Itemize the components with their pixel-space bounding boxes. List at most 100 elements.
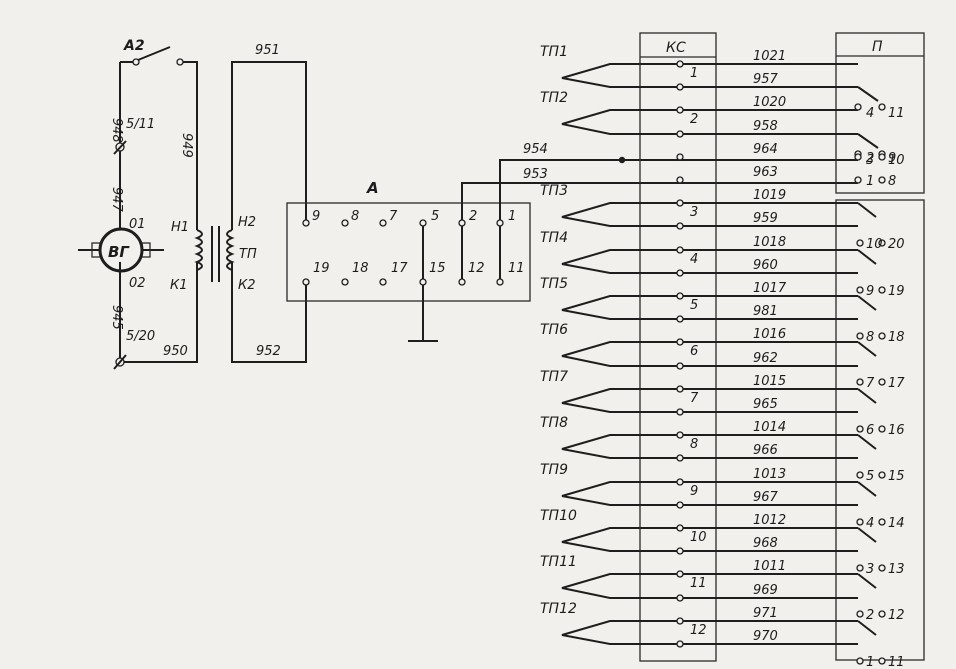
ks-terminal — [676, 246, 684, 254]
p-contact-19 — [878, 286, 886, 294]
ks-terminal — [676, 408, 684, 416]
p-contact-14 — [878, 518, 886, 526]
block-a-label-15: 15 — [429, 261, 446, 276]
label-wire-971: 971 — [753, 606, 778, 621]
label-block-a: А — [366, 179, 379, 197]
label-thermocouple-2: ТП2 — [540, 90, 568, 106]
p-frame-top — [835, 32, 925, 194]
ks-terminal — [676, 106, 684, 114]
label-wire-963: 963 — [753, 165, 778, 180]
wire-954 — [499, 159, 858, 223]
switch-contact-left — [132, 58, 140, 66]
label-wire-947: 947 — [109, 187, 124, 213]
switch-blade — [137, 46, 171, 61]
p-label-9: 9 — [866, 284, 874, 299]
p-contact-11 — [878, 657, 886, 665]
block-a-terminal-12 — [458, 278, 466, 286]
p-label-10: 10 — [866, 237, 883, 252]
label-ks-pin-2: 2 — [690, 112, 698, 127]
ks-terminal — [676, 431, 684, 439]
ks-terminal — [676, 60, 684, 68]
left-labels: А2 951 948 5/11 949 947 01 ВГ 02 Н1 К1 Н… — [108, 38, 281, 359]
left-circuit — [78, 46, 307, 370]
block-a-terminal-11 — [496, 278, 504, 286]
thermocouple-6 — [561, 341, 677, 367]
ks-terminal — [676, 594, 684, 602]
ks-terminal — [676, 524, 684, 532]
p-blade — [857, 388, 877, 404]
p-label-2: 2 — [866, 608, 874, 623]
label-terminal-5-11: 5/11 — [126, 117, 155, 132]
ks-terminal — [676, 222, 684, 230]
terminal-5-11 — [113, 140, 127, 155]
p-contact-6 — [856, 425, 864, 433]
p-contact-2 — [856, 610, 864, 618]
label-h1: Н1 — [171, 220, 189, 235]
switch-contact-right — [176, 58, 184, 66]
label-ks-pin-4: 4 — [690, 252, 698, 267]
p-contact-7 — [856, 378, 864, 386]
label-thermocouple-11: ТП11 — [540, 554, 577, 570]
label-thermocouple-12: ТП12 — [540, 601, 577, 617]
p-contact-16 — [878, 425, 886, 433]
label-ks-pin-7: 7 — [690, 391, 699, 406]
p-contact-15 — [878, 471, 886, 479]
terminal-5-20 — [113, 354, 127, 370]
label-wire-953: 953 — [523, 167, 548, 182]
thermocouple-4 — [561, 249, 677, 274]
p-blade — [857, 341, 877, 357]
label-thermocouple-3: ТП3 — [540, 183, 568, 199]
label-wire-968: 968 — [753, 536, 778, 551]
label-wire-966: 966 — [753, 443, 778, 458]
p-contact-4 — [856, 518, 864, 526]
label-ks-pin-11: 11 — [690, 576, 707, 591]
p-blade — [857, 573, 877, 589]
p-contact-1 — [854, 176, 862, 184]
p-label-8: 8 — [888, 174, 896, 189]
label-wire-962: 962 — [753, 351, 778, 366]
p-blade — [857, 481, 877, 497]
transformer-primary-coil — [194, 229, 203, 272]
block-a-label-12: 12 — [468, 261, 485, 276]
block-a-label-19: 19 — [313, 261, 330, 276]
p-contact-10 — [856, 239, 864, 247]
block-a-terminal-15 — [419, 278, 427, 286]
p-contact-4 — [854, 103, 862, 111]
ks-terminal — [676, 385, 684, 393]
thermocouple-3 — [561, 202, 677, 227]
ks-terminal — [676, 617, 684, 625]
block-a-label-11: 11 — [508, 261, 525, 276]
label-wire-1014: 1014 — [753, 420, 786, 435]
p-contact-12 — [878, 610, 886, 618]
block-a-label-5: 5 — [431, 209, 439, 224]
label-p-title: П — [872, 39, 883, 55]
label-ks-pin-1: 1 — [690, 66, 698, 81]
p-contact-18 — [878, 332, 886, 340]
label-ks-pin-5: 5 — [690, 298, 698, 313]
p-blade — [857, 434, 877, 450]
transformer-secondary-coil — [226, 229, 235, 272]
label-wire-1011: 1011 — [753, 559, 786, 574]
p-contact-8 — [856, 332, 864, 340]
ks-terminal — [676, 640, 684, 648]
p-label-17: 17 — [888, 376, 905, 391]
p-label-20: 20 — [888, 237, 905, 252]
ks-terminal — [676, 362, 684, 370]
block-a-terminal-2 — [458, 219, 466, 227]
block-a-label-8: 8 — [351, 209, 359, 224]
label-transformer: ТП — [239, 247, 257, 262]
ks-terminal — [676, 130, 684, 138]
label-ks-title: КС — [666, 40, 686, 56]
label-thermocouple-6: ТП6 — [540, 322, 568, 338]
ks-terminal — [676, 454, 684, 462]
label-thermocouple-8: ТП8 — [540, 415, 568, 431]
thermocouple-9 — [561, 481, 677, 506]
label-wire-1019: 1019 — [753, 188, 786, 203]
label-thermocouple-1: ТП1 — [540, 44, 568, 60]
p-label-4: 4 — [866, 516, 874, 531]
thermocouple-7 — [561, 388, 677, 413]
p-blade — [857, 249, 877, 265]
label-wire-954: 954 — [523, 142, 548, 157]
ks-terminal — [676, 315, 684, 323]
